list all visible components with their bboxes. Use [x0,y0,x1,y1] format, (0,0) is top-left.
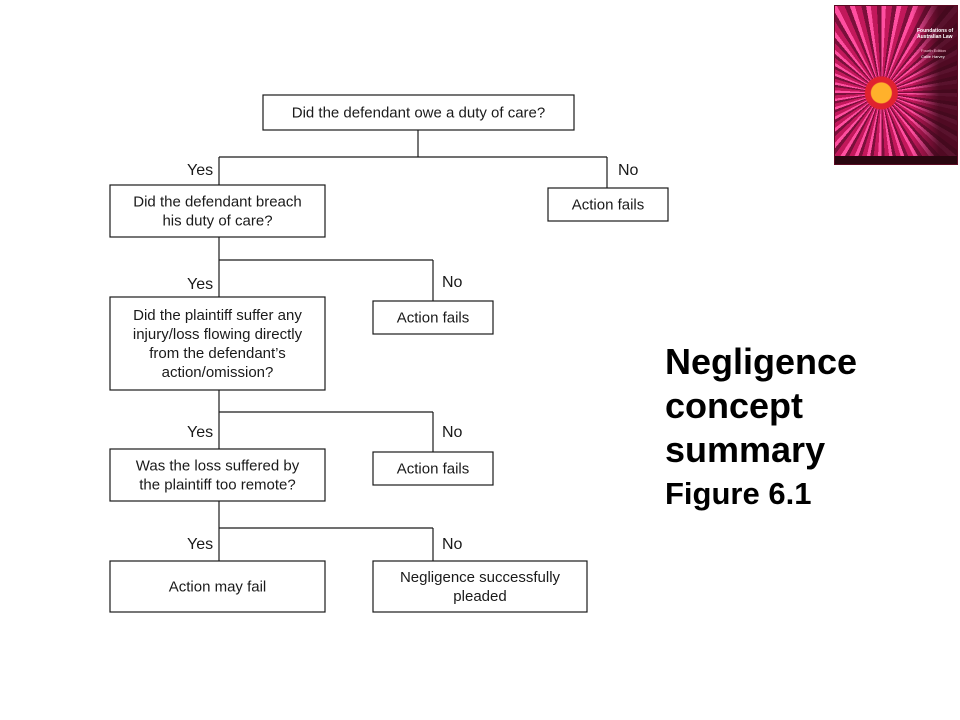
cover-title: Foundations of Australian Law [917,28,954,40]
node-text-line: Did the defendant breach [133,194,301,211]
node-text-line: action/omission? [162,364,274,381]
branch-label-yes: Yes [187,424,213,441]
node-text-line: Action may fail [169,579,267,596]
cover-publisher-bar [835,156,957,164]
node-text-line: Negligence successfully [400,569,561,586]
node-text-line: injury/loss flowing directly [133,326,303,343]
node-fail3: Action fails [372,451,494,486]
node-q3: Did the plaintiff suffer any injury/loss … [109,296,326,391]
node-text-line: pleaded [453,588,506,605]
node-text-line: his duty of care? [162,213,272,230]
node-box [109,296,326,391]
node-success: Negligence successfully pleaded [372,560,588,613]
figure-label: Figure 6.1 [665,476,812,511]
node-fail2: Action fails [372,300,494,335]
node-text-line: Did the plaintiff suffer any [133,307,302,324]
node-text-line: from the defendant’s [149,345,285,362]
node-box [372,451,494,486]
node-text-line: Action fails [572,197,645,214]
node-q2: Did the defendant breach his duty of care… [109,184,326,238]
node-box [372,560,588,613]
node-box [262,94,575,131]
node-box [109,448,326,502]
branch-label-yes: Yes [187,276,213,293]
cover-shade [912,6,957,164]
title-line-2: concept [665,385,804,426]
node-text-line: Did the defendant owe a duty of care? [292,105,546,122]
node-may-fail: Action may fail [109,560,326,613]
node-box [547,187,669,222]
cover-author: Callie Harvey [921,54,945,59]
node-fail1: Action fails [547,187,669,222]
node-q1: Did the defendant owe a duty of care? [262,94,575,131]
node-text-line: Action fails [397,310,470,327]
node-box [109,184,326,238]
node-text-line: Action fails [397,461,470,478]
cover-edition: Fourth Edition [921,48,946,53]
node-text-line: the plaintiff too remote? [139,477,296,494]
node-text-line: Was the loss suffered by [136,458,300,475]
branch-label-no: No [442,536,463,553]
branch-label-no: No [442,424,463,441]
branch-label-yes: Yes [187,536,213,553]
node-q4: Was the loss suffered by the plaintiff to… [109,448,326,502]
title-line-3: summary [665,429,826,470]
slide-title: Negligence concept summary Figure 6.1 [665,340,857,514]
title-line-1: Negligence [665,341,858,382]
node-box [372,300,494,335]
node-box [109,560,326,613]
branch-label-no: No [442,274,463,291]
branch-label-yes: Yes [187,162,213,179]
branch-label-no: No [618,162,639,179]
book-cover-image: Foundations of Australian Law Fourth Edi… [834,5,958,165]
